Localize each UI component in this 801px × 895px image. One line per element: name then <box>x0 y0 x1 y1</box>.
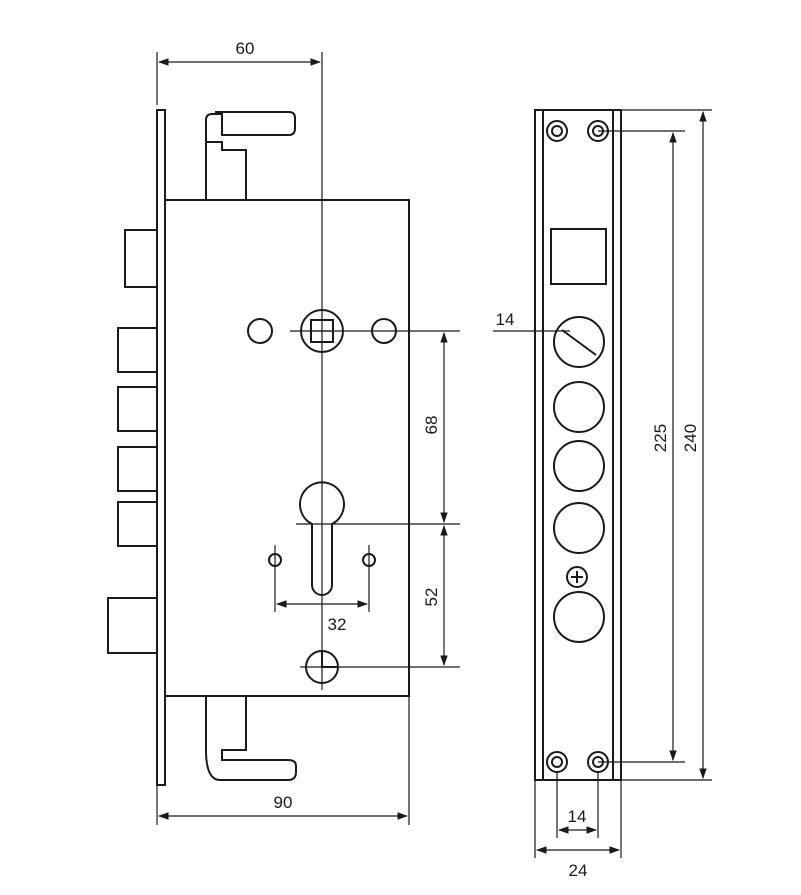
latch-bolt <box>107 597 158 654</box>
lock-case <box>164 199 410 697</box>
dim-label-24: 24 <box>569 861 588 880</box>
latch-square-opening <box>550 228 607 285</box>
lock-body-view: 60 90 68 52 32 <box>107 39 460 825</box>
bolt-top <box>124 229 158 288</box>
bolt-hole-1 <box>553 381 605 433</box>
bolt-hole-2 <box>553 440 605 492</box>
bolt-1 <box>117 327 158 373</box>
dim-label-225: 225 <box>651 424 670 452</box>
bolt-4 <box>117 501 158 547</box>
side-hole-left <box>247 318 273 344</box>
dim-label-240: 240 <box>681 424 700 452</box>
faceplate-view: 14 225 240 14 24 <box>493 109 712 880</box>
dim-label-68: 68 <box>422 416 441 435</box>
dim-label-14-hole: 14 <box>496 310 515 329</box>
dim-label-52: 52 <box>422 588 441 607</box>
center-screw-icon <box>566 566 588 588</box>
faceplate-strip <box>156 109 166 786</box>
dim-label-32: 32 <box>328 615 347 634</box>
lower-hook-bolt <box>205 696 297 781</box>
cylinder-cutout <box>299 481 345 596</box>
dim-label-90: 90 <box>274 793 293 812</box>
bolt-3 <box>117 446 158 492</box>
slotted-bolt-hole <box>553 316 605 368</box>
latch-hole <box>553 591 605 643</box>
upper-hook-bolt-detail <box>205 141 247 200</box>
bolt-hole-3 <box>553 502 605 554</box>
dim-label-14-pitch: 14 <box>568 807 587 826</box>
dim-label-60: 60 <box>236 39 255 58</box>
top-screw-left <box>546 120 568 142</box>
slot-line <box>561 329 597 356</box>
bolt-2 <box>117 386 158 432</box>
faceplate-outer <box>534 109 622 781</box>
upper-hook-bolt <box>205 111 296 200</box>
